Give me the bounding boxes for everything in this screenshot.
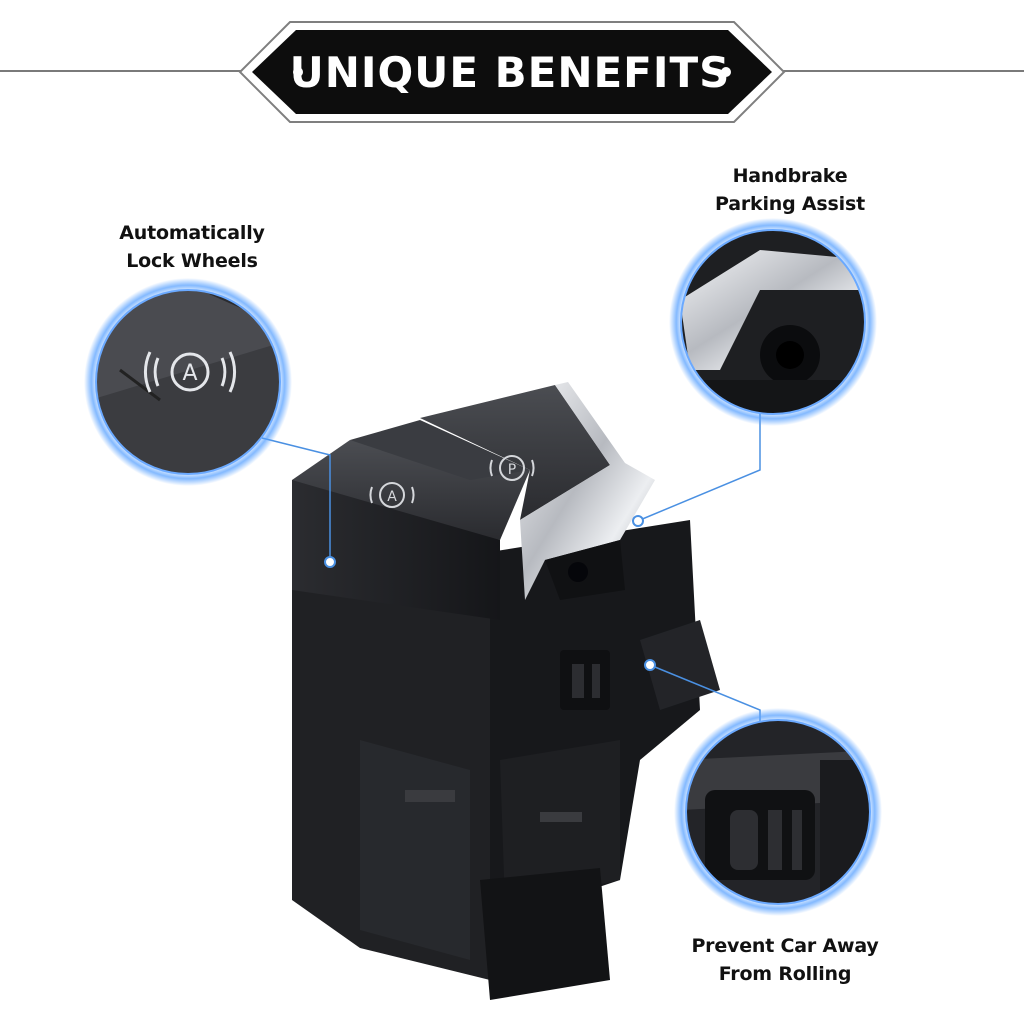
callout-dot-prevent	[644, 659, 656, 671]
auto-hold-glyph: A	[387, 489, 397, 505]
callout-line: Automatically	[119, 222, 265, 244]
callout-label-prevent: Prevent Car Away From Rolling	[680, 932, 890, 988]
callout-label-auto-lock: Automatically Lock Wheels	[102, 219, 282, 275]
parking-glyph: P	[508, 462, 516, 478]
banner-dot-left	[293, 67, 303, 77]
svg-text:A: A	[182, 361, 197, 386]
callout-line: Parking Assist	[715, 193, 865, 215]
zoom-circle-prevent	[674, 708, 882, 916]
zoom-circle-handbrake	[669, 218, 877, 426]
callout-label-handbrake: Handbrake Parking Assist	[690, 162, 890, 218]
callout-line: Lock Wheels	[126, 250, 258, 272]
callout-line: Prevent Car Away	[691, 935, 879, 957]
callout-dot-handbrake	[632, 515, 644, 527]
callout-line: Handbrake	[732, 165, 848, 187]
callout-line: From Rolling	[718, 963, 852, 985]
banner-badge-inner	[252, 30, 772, 114]
zoom-circle-auto-lock: A	[84, 278, 292, 486]
banner-dot-right	[721, 67, 731, 77]
callout-dot-auto-lock	[324, 556, 336, 568]
parking-brake-switch: A P	[292, 382, 720, 1000]
banner-title: UNIQUE BENEFITS	[289, 47, 731, 97]
